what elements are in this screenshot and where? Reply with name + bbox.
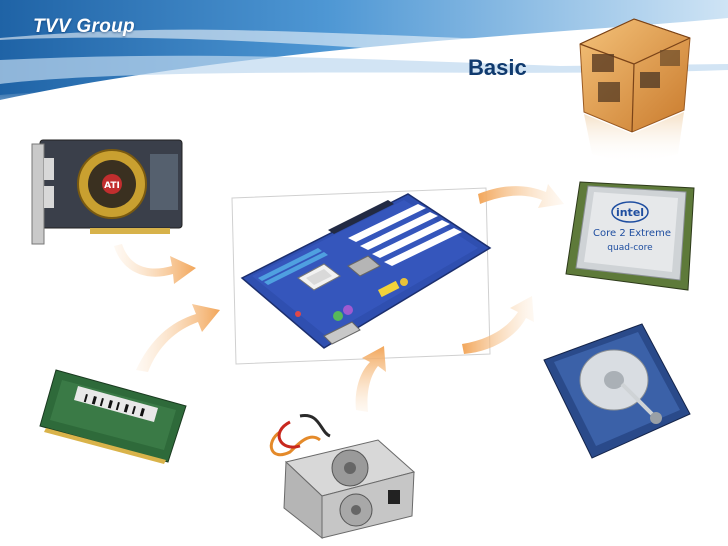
graphics-card-image: ATI (31, 139, 183, 245)
hard-drive-image (543, 323, 691, 459)
arrow-ram-to-board (136, 304, 220, 372)
cpu-image: intel Core 2 Extreme quad-core (565, 181, 695, 291)
power-supply-image (269, 414, 416, 540)
ati-logo: ATI (104, 181, 120, 191)
arrow-hdd-to-board (462, 296, 534, 354)
arrow-gpu-to-board (114, 244, 196, 284)
arrow-cpu-to-board (478, 184, 564, 208)
brand-text: TVV Group (33, 16, 135, 37)
cube-logo-image (579, 18, 691, 164)
motherboard-image (231, 187, 492, 365)
intel-logo: intel (616, 206, 644, 219)
cpu-model-line1: Core 2 Extreme (593, 228, 671, 239)
slide-title: Basic (468, 55, 527, 80)
arrow-psu-to-board (355, 346, 386, 412)
cpu-model-line2: quad-core (607, 243, 653, 253)
ram-module-image (39, 369, 187, 464)
header-banner (0, 0, 728, 130)
